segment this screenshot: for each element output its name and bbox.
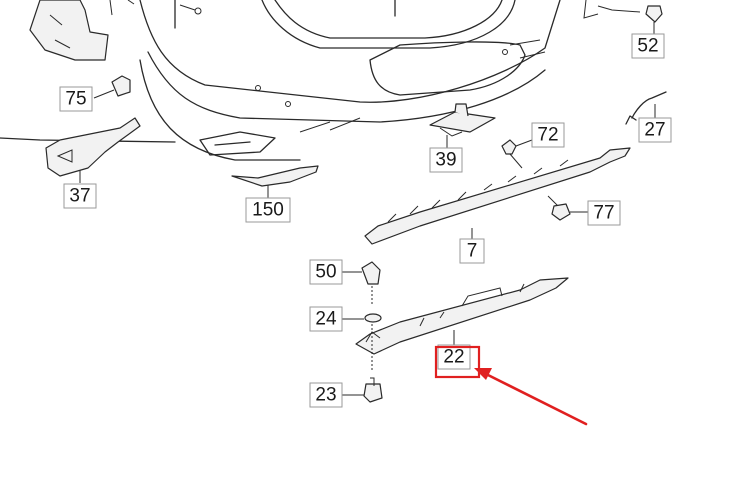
part-75-clip	[93, 75, 131, 99]
callout-150-label: 150	[252, 200, 284, 221]
callout-7[interactable]: 7	[459, 238, 485, 264]
callout-77[interactable]: 77	[587, 200, 621, 226]
callout-52-label: 52	[637, 36, 658, 57]
callout-50-label: 50	[315, 262, 336, 283]
part-27-clip	[625, 91, 667, 125]
callout-7-label: 7	[467, 241, 478, 262]
part-77-screw	[547, 195, 588, 221]
callout-150[interactable]: 150	[245, 197, 291, 223]
callout-37[interactable]: 37	[63, 183, 97, 209]
part-52-clip	[583, 0, 663, 35]
callout-23[interactable]: 23	[309, 382, 343, 408]
bumper-body	[0, 0, 561, 161]
callout-37-label: 37	[69, 186, 90, 207]
part-22-bracket	[355, 277, 569, 355]
part-7-bracket	[364, 147, 631, 245]
callout-52[interactable]: 52	[631, 33, 665, 59]
top-left-bracket	[29, 0, 113, 61]
highlight-annotation	[434, 345, 588, 426]
callout-27[interactable]: 27	[638, 117, 672, 143]
callout-75-label: 75	[65, 89, 86, 110]
top-screws	[127, 0, 202, 15]
part-37-bracket	[45, 117, 141, 183]
callout-77-label: 77	[593, 203, 614, 224]
part-39-bracket	[429, 103, 496, 148]
callout-23-label: 23	[315, 385, 336, 406]
callout-24[interactable]: 24	[309, 306, 343, 332]
fastener-stack	[342, 261, 383, 403]
callout-72[interactable]: 72	[531, 122, 565, 148]
highlight-box	[434, 345, 481, 379]
callout-72-label: 72	[537, 125, 558, 146]
callout-22[interactable]: 22	[437, 344, 471, 370]
callout-50[interactable]: 50	[309, 259, 343, 285]
callout-39-label: 39	[435, 150, 456, 171]
callout-22-label: 22	[443, 347, 464, 368]
part-150-trim	[231, 165, 319, 198]
callout-24-label: 24	[315, 309, 337, 330]
callout-27-label: 27	[644, 120, 665, 141]
callout-75[interactable]: 75	[59, 86, 93, 112]
arrowhead-icon	[474, 368, 492, 380]
highlight-arrow	[484, 372, 588, 426]
callout-39[interactable]: 39	[429, 147, 463, 173]
part-72-screw	[501, 139, 533, 169]
